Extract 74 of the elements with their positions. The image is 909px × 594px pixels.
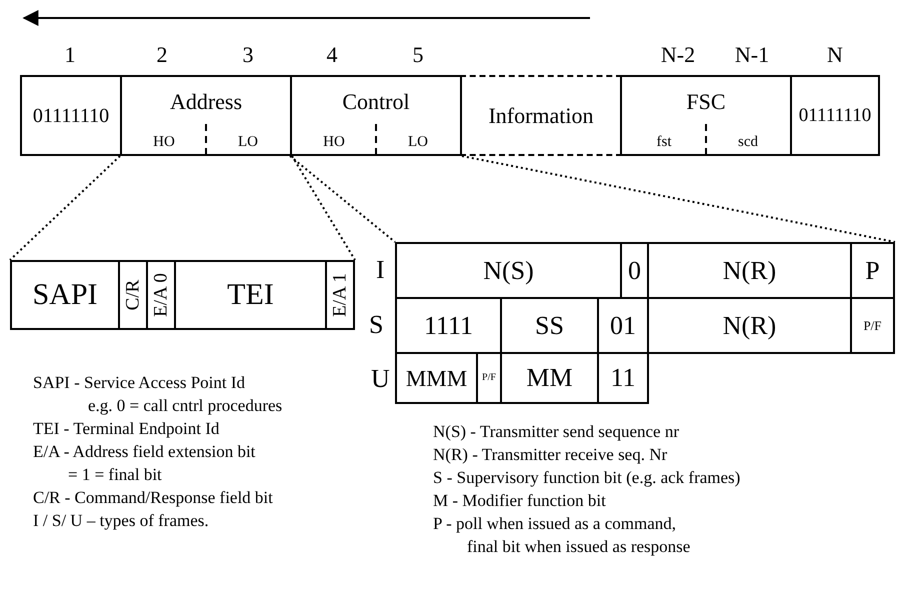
- field-number: N-1: [734, 44, 770, 66]
- field-cell: [120, 75, 292, 156]
- note: N(R) - Transmitter receive seq. Nr: [433, 446, 668, 463]
- leader-line: [462, 155, 896, 243]
- field-name: E/A 0: [152, 273, 170, 317]
- note: S - Supervisory function bit (e.g. ack frames): [433, 469, 740, 486]
- field-name: 01: [609, 312, 637, 338]
- field-number: 2: [156, 44, 168, 66]
- field-cell: [174, 260, 327, 330]
- note: TEI - Terminal Endpoint Id: [33, 420, 220, 437]
- field-cell: [597, 352, 649, 404]
- field-cell: [460, 75, 622, 156]
- note: = 1 = final bit: [68, 466, 162, 483]
- note: M - Modifier function bit: [433, 492, 606, 509]
- field-name: N(S): [482, 258, 535, 284]
- subfield-label: LO: [407, 135, 429, 150]
- field-cell: [20, 75, 122, 156]
- field-name: Control: [341, 91, 411, 113]
- row-label: S: [369, 312, 384, 338]
- field-name: C/R: [124, 280, 142, 310]
- field-cell: [395, 242, 622, 299]
- field-number: N-2: [660, 44, 696, 66]
- note: P - poll when issued as a command,: [433, 515, 676, 532]
- field-name: N(R): [722, 312, 778, 338]
- field-name: P/F: [481, 373, 497, 383]
- note: N(S) - Transmitter send sequence nr: [433, 423, 679, 440]
- bit-cell: [325, 260, 355, 330]
- note: e.g. 0 = call cntrl procedures: [88, 397, 282, 414]
- subfield-label: scd: [737, 135, 759, 150]
- field-name: MMM: [404, 366, 468, 390]
- field-name: E/A 1: [330, 273, 350, 317]
- field-name: 1111: [422, 312, 474, 338]
- field-name: SAPI: [31, 280, 99, 310]
- field-number: 5: [412, 44, 424, 66]
- subfield-label: fst: [656, 135, 672, 150]
- field-number: 3: [242, 44, 254, 66]
- subfield-label: HO: [322, 135, 346, 150]
- field-name: P: [864, 258, 881, 284]
- subfield-label: LO: [237, 135, 259, 150]
- note: C/R - Command/Response field bit: [33, 489, 273, 506]
- field-name: Information: [487, 104, 595, 126]
- row-label: I: [376, 257, 385, 283]
- note: E/A - Address field extension bit: [33, 443, 256, 460]
- field-cell: [850, 242, 895, 299]
- field-name: TEI: [226, 280, 275, 310]
- leader-line: [9, 155, 121, 261]
- field-number: N: [827, 44, 843, 66]
- field-cell: [790, 75, 880, 156]
- row-label: U: [371, 366, 390, 392]
- note: SAPI - Service Access Point Id: [33, 374, 246, 391]
- leader-line: [291, 155, 356, 261]
- field-name: Address: [168, 91, 244, 113]
- field-name: 0: [627, 258, 642, 284]
- bit-cell: [118, 260, 148, 330]
- field-name: 01111110: [32, 106, 110, 126]
- field-number: 4: [326, 44, 338, 66]
- field-cell: [850, 297, 895, 354]
- field-name: MM: [525, 365, 574, 391]
- leader-line: [289, 155, 396, 243]
- field-cell: [395, 352, 478, 404]
- field-cell: [290, 75, 462, 156]
- field-name: 11: [609, 365, 637, 391]
- field-cell: [10, 260, 120, 330]
- field-name: N(R): [722, 258, 778, 284]
- field-number: 1: [64, 44, 76, 66]
- note: final bit when issued as response: [467, 538, 690, 555]
- bit-cell: [146, 260, 176, 330]
- subfield-label: HO: [152, 135, 176, 150]
- field-cell: [620, 75, 792, 156]
- note: I / S/ U – types of frames.: [33, 512, 209, 529]
- field-name: SS: [534, 312, 565, 338]
- field-name: 01111110: [798, 106, 872, 125]
- field-name: P/F: [862, 319, 883, 332]
- field-name: FSC: [685, 91, 727, 113]
